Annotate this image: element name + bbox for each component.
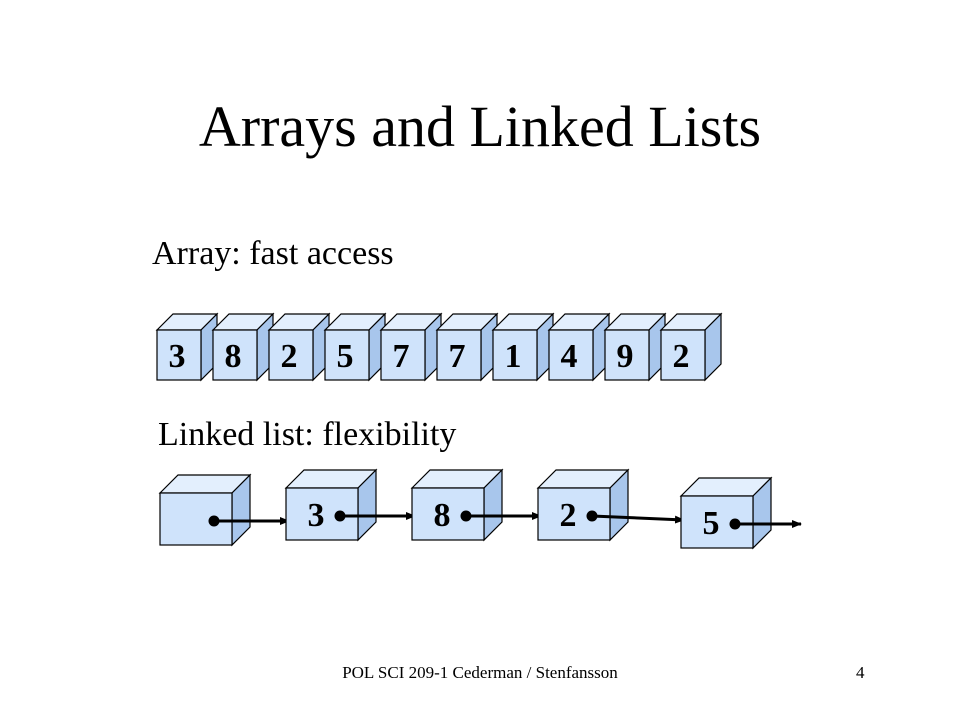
- array-cell: 5: [323, 312, 387, 382]
- box-value: 2: [281, 338, 298, 375]
- box-value: 9: [617, 338, 634, 375]
- box-front-face: [680, 495, 754, 549]
- box-front-face: [537, 487, 611, 541]
- box-front-face: [492, 329, 538, 381]
- array: 3 8 2 5 7 7 1 4 9 2: [155, 312, 723, 382]
- array-cell: 7: [379, 312, 443, 382]
- box-front-face: [159, 492, 233, 546]
- box-front-face: [212, 329, 258, 381]
- box-value: 7: [449, 338, 466, 375]
- box-front-face: [380, 329, 426, 381]
- array-label: Array: fast access: [152, 235, 394, 272]
- box-front-face: [548, 329, 594, 381]
- slide-footer: POL SCI 209-1 Cederman / Stenfansson: [342, 663, 618, 682]
- box-front-face: [156, 329, 202, 381]
- box-value: 1: [505, 338, 522, 375]
- slide-title: Arrays and Linked Lists: [198, 94, 762, 159]
- pointer-arrow: [591, 514, 685, 524]
- array-cell: 2: [267, 312, 331, 382]
- linked-list-node: [158, 473, 290, 547]
- box-value: 8: [225, 338, 242, 375]
- array-cell: 7: [435, 312, 499, 382]
- box-value: 5: [703, 505, 720, 542]
- box-value: 5: [337, 338, 354, 375]
- box-front-face: [285, 487, 359, 541]
- array-cell: 1: [491, 312, 555, 382]
- array-cell: 9: [603, 312, 667, 382]
- box-value: 3: [308, 497, 325, 534]
- array-cell: 4: [547, 312, 611, 382]
- linked-list-node: 3: [284, 468, 416, 542]
- box-value: 8: [434, 497, 451, 534]
- linked-list-node: 5: [679, 476, 802, 550]
- box-value: 3: [169, 338, 186, 375]
- box-value: 4: [561, 338, 578, 375]
- linked-list-label: Linked list: flexibility: [158, 416, 457, 453]
- box-front-face: [604, 329, 650, 381]
- box-front-face: [436, 329, 482, 381]
- box-front-face: [660, 329, 706, 381]
- box-front-face: [411, 487, 485, 541]
- box-front-face: [324, 329, 370, 381]
- array-cell: 3: [155, 312, 219, 382]
- linked-list-node: 8: [410, 468, 542, 542]
- box-value: 7: [393, 338, 410, 375]
- linked-list-node: 2: [536, 468, 685, 542]
- box-value: 2: [673, 338, 690, 375]
- box-front-face: [268, 329, 314, 381]
- array-cell: 2: [659, 312, 723, 382]
- box-value: 2: [560, 497, 577, 534]
- array-cell: 8: [211, 312, 275, 382]
- linked-list: 3 8 2 5: [158, 468, 802, 550]
- page-number: 4: [856, 663, 865, 682]
